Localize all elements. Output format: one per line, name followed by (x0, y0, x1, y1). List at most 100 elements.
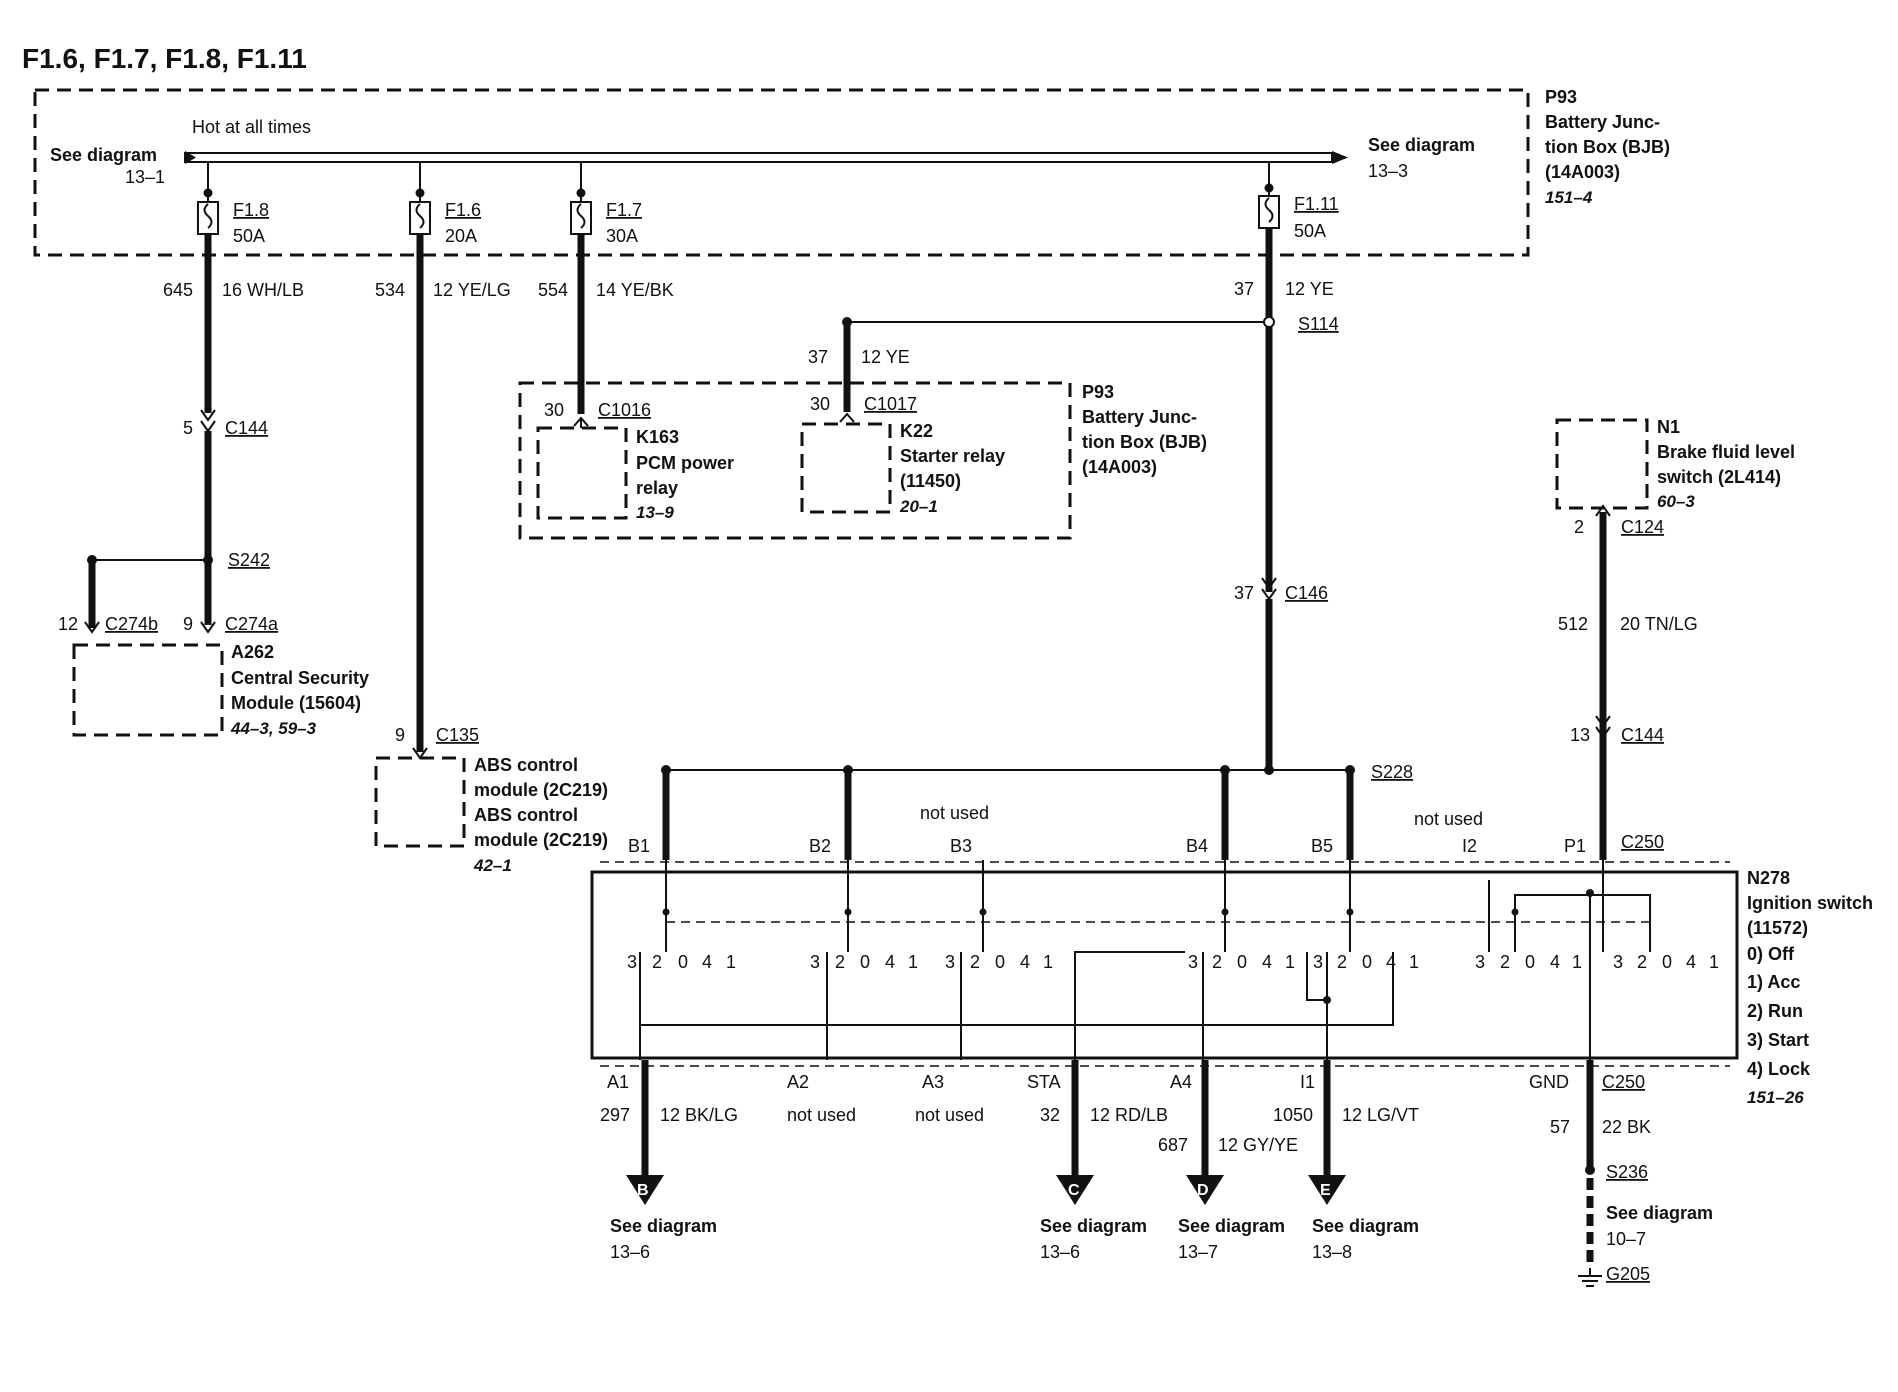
abs-ref: 42–1 (473, 856, 512, 875)
ignition-pos-0: 0) Off (1747, 944, 1795, 964)
svg-text:12 LG/VT: 12 LG/VT (1342, 1105, 1419, 1125)
svg-text:1: 1 (726, 952, 736, 972)
c124-label: C124 (1621, 517, 1664, 537)
bjb-relay-part: (14A003) (1082, 457, 1157, 477)
pin-gnd: GND (1529, 1072, 1569, 1092)
c144-n1-pin: 13 (1570, 725, 1590, 745)
s114-splice-dot (1263, 316, 1275, 328)
svg-text:0: 0 (1362, 952, 1372, 972)
bjb-top-name-1: Battery Junc- (1545, 112, 1660, 132)
svg-text:D: D (1197, 1182, 1209, 1199)
k22-label-1: Starter relay (900, 446, 1005, 466)
svg-text:2: 2 (1500, 952, 1510, 972)
svg-text:0: 0 (1237, 952, 1247, 972)
svg-text:13–6: 13–6 (1040, 1242, 1080, 1262)
contact-group-4: 3 2 0 4 1 (1188, 952, 1295, 972)
k22-id: K22 (900, 421, 933, 441)
abs-label-2: module (2C219) (474, 780, 608, 800)
k163-relay-box (536, 426, 628, 520)
pin-a2: A2 (787, 1072, 809, 1092)
c144-n1-label: C144 (1621, 725, 1664, 745)
svg-text:See diagram: See diagram (1312, 1216, 1419, 1236)
csm-id: A262 (231, 642, 274, 662)
bjb-top-boundary (33, 88, 1530, 257)
svg-text:B: B (637, 1182, 649, 1199)
c274-arrows (84, 621, 216, 634)
svg-text:3: 3 (1313, 952, 1323, 972)
ignition-ref: 151–26 (1747, 1088, 1804, 1107)
svg-text:32: 32 (1040, 1105, 1060, 1125)
bjb-relay-boundary (518, 381, 1072, 540)
contact-group-7: 3 2 0 4 1 (1613, 952, 1719, 972)
bjb-top-name-2: tion Box (BJB) (1545, 137, 1670, 157)
svg-text:4: 4 (1262, 952, 1272, 972)
k163-label-1: PCM power (636, 453, 734, 473)
a2-not-used: not used (787, 1105, 856, 1125)
svg-text:12 BK/LG: 12 BK/LG (660, 1105, 738, 1125)
svg-text:3: 3 (1475, 952, 1485, 972)
b3-not-used: not used (920, 803, 989, 823)
wire-37-color: 12 YE (1285, 279, 1334, 299)
ignition-part: (11572) (1747, 918, 1808, 938)
c274a-label: C274a (225, 614, 279, 634)
contact-group-3: 3 2 0 4 1 (945, 952, 1053, 972)
svg-text:12 GY/YE: 12 GY/YE (1218, 1135, 1298, 1155)
svg-text:2: 2 (652, 952, 662, 972)
fuse-f1-6-name: F1.6 (445, 200, 481, 220)
svg-text:3: 3 (627, 952, 637, 972)
output-wire-a1: 297 12 BK/LG B See diagram 13–6 (600, 1060, 738, 1262)
contact-group-6: 3 2 0 4 1 (1475, 952, 1582, 972)
ignition-id: N278 (1747, 868, 1790, 888)
power-bus-bar (184, 152, 1333, 163)
svg-text:10–7: 10–7 (1606, 1229, 1646, 1249)
fuse-f1-8-name: F1.8 (233, 200, 269, 220)
abs-label-3: ABS control (474, 805, 578, 825)
bjb-relay-id: P93 (1082, 382, 1114, 402)
k22-label-2: (11450) (900, 471, 961, 491)
ignition-pos-3: 3) Start (1747, 1030, 1809, 1050)
c144-connector-symbol (200, 409, 216, 433)
wire-554-color: 14 YE/BK (596, 280, 674, 300)
ignition-pos-1: 1) Acc (1747, 972, 1800, 992)
svg-text:1: 1 (1285, 952, 1295, 972)
svg-text:0: 0 (860, 952, 870, 972)
wire-512-num: 512 (1558, 614, 1588, 634)
output-wire-a4: 687 12 GY/YE D See diagram 13–7 (1158, 1060, 1298, 1262)
svg-text:3: 3 (1613, 952, 1623, 972)
fuse-f1-8-amps: 50A (233, 226, 265, 246)
svg-text:2: 2 (1337, 952, 1347, 972)
abs-label-1: ABS control (474, 755, 578, 775)
svg-text:0: 0 (1662, 952, 1672, 972)
bjb-top-part: (14A003) (1545, 162, 1620, 182)
svg-text:1: 1 (1572, 952, 1582, 972)
svg-text:4: 4 (1550, 952, 1560, 972)
wire-554-num: 554 (538, 280, 568, 300)
pin-b2: B2 (809, 836, 831, 856)
svg-text:3: 3 (1188, 952, 1198, 972)
n1-label-2: switch (2L414) (1657, 467, 1781, 487)
s114-label: S114 (1298, 314, 1339, 334)
svg-text:0: 0 (1525, 952, 1535, 972)
svg-text:1: 1 (1043, 952, 1053, 972)
fuse-f1-6: F1.6 20A (409, 162, 481, 246)
bjb-relay-name-1: Battery Junc- (1082, 407, 1197, 427)
csm-module-box (72, 643, 224, 737)
svg-text:See diagram: See diagram (1178, 1216, 1285, 1236)
a3-not-used: not used (915, 1105, 984, 1125)
svg-text:22 BK: 22 BK (1602, 1117, 1651, 1137)
c1016-pin: 30 (544, 400, 564, 420)
svg-text:2: 2 (1637, 952, 1647, 972)
fuse-f1-11-amps: 50A (1294, 221, 1326, 241)
svg-text:297: 297 (600, 1105, 630, 1125)
c1016-label: C1016 (598, 400, 651, 420)
contact-group-1: 3 2 0 4 1 (627, 952, 736, 972)
svg-text:4: 4 (885, 952, 895, 972)
svg-text:2: 2 (835, 952, 845, 972)
hot-at-all-times-label: Hot at all times (192, 117, 311, 137)
s242-label: S242 (228, 550, 270, 570)
svg-text:See diagram: See diagram (1040, 1216, 1147, 1236)
output-wire-i1: 1050 12 LG/VT E See diagram 13–8 (1273, 1060, 1419, 1262)
svg-text:0: 0 (678, 952, 688, 972)
c274b-label: C274b (105, 614, 158, 634)
ignition-internal-wiring (639, 860, 1651, 1060)
